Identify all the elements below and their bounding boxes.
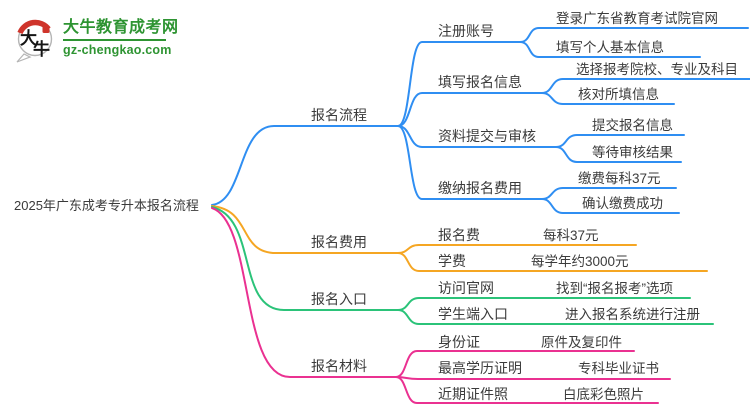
connector-line — [397, 309, 714, 325]
connector-line — [541, 198, 680, 214]
logo-icon: 大 牛 — [16, 19, 53, 63]
node-fill-registration-info: 填写报名信息 — [438, 74, 522, 90]
leaf-login-gd-education-exam-site: 登录广东省教育考试院官网 — [556, 11, 718, 26]
branch-registration-cost: 报名费用 — [311, 234, 367, 250]
branch-registration-materials: 报名材料 — [311, 358, 367, 374]
leaf-confirm-payment-success: 确认缴费成功 — [582, 196, 663, 211]
connector-line — [397, 252, 708, 272]
leaf-fee-37-per-subject: 每科37元 — [543, 228, 599, 243]
node-tuition: 学费 — [438, 253, 466, 269]
node-registration-fee: 报名费 — [438, 227, 480, 243]
connector-line — [555, 146, 682, 163]
connector-line — [397, 125, 543, 200]
node-visit-official-site: 访问官网 — [438, 280, 494, 296]
connector-group-registration-entrance — [211, 206, 714, 325]
leaf-fill-personal-info: 填写个人基本信息 — [556, 40, 664, 55]
node-register-account: 注册账号 — [438, 23, 494, 39]
logo-seal-icon — [42, 26, 50, 33]
connector-line — [395, 376, 659, 404]
logo-bubble-tail — [16, 53, 32, 63]
node-student-portal: 学生端入口 — [438, 306, 508, 322]
connector-line — [211, 206, 399, 311]
connector-line — [211, 205, 399, 254]
connector-line — [519, 41, 701, 58]
connector-line — [397, 92, 543, 127]
branch-registration-entrance: 报名入口 — [311, 291, 367, 307]
connector-line — [541, 92, 675, 105]
leaf-college-diploma: 专科毕业证书 — [578, 361, 659, 376]
leaf-pay-37-yuan-per-subject: 缴费每科37元 — [578, 171, 661, 186]
root-topic: 2025年广东成考专升本报名流程 — [14, 198, 199, 213]
node-recent-id-photo: 近期证件照 — [438, 386, 508, 402]
node-highest-education-proof: 最高学历证明 — [438, 360, 522, 376]
leaf-choose-school-major-subjects: 选择报考院校、专业及科目 — [576, 62, 738, 77]
leaf-tuition-3000-per-year: 每学年约3000元 — [531, 254, 629, 269]
leaf-white-background-photo: 白底彩色照片 — [563, 387, 644, 402]
leaf-verify-filled-info: 核对所填信息 — [578, 87, 659, 102]
leaf-enter-registration-system: 进入报名系统进行注册 — [565, 307, 700, 322]
leaf-submit-registration-info: 提交报名信息 — [592, 118, 673, 133]
connector-line — [395, 350, 635, 378]
leaf-find-registration-option: 找到“报名报考”选项 — [556, 281, 673, 296]
logo-domain: gz-chengkao.com — [63, 43, 172, 57]
branch-registration-process: 报名流程 — [311, 107, 367, 123]
connector-group-registration-process — [211, 27, 750, 214]
logo-divider — [63, 39, 166, 41]
connector-line — [211, 207, 397, 378]
node-submit-and-review: 资料提交与审核 — [438, 128, 536, 144]
leaf-await-review-result: 等待审核结果 — [592, 145, 673, 160]
node-id-card: 身份证 — [438, 334, 480, 350]
connector-line — [397, 41, 521, 127]
logo-text-block: 大牛教育成考网 gz-chengkao.com — [63, 18, 179, 57]
leaf-original-and-copy: 原件及复印件 — [541, 335, 622, 350]
logo-icon-char-bottom: 牛 — [33, 39, 50, 60]
logo-icon-char-top: 大 — [20, 28, 37, 49]
connector-line — [211, 125, 399, 206]
node-pay-registration-fee: 缴纳报名费用 — [438, 180, 522, 196]
connector-line — [397, 244, 637, 254]
connector-group-registration-materials — [211, 207, 671, 404]
connector-line — [395, 376, 671, 380]
logo-title: 大牛教育成考网 — [63, 19, 179, 36]
site-logo: 大 牛 大牛教育成考网 gz-chengkao.com — [12, 13, 179, 65]
connector-group-registration-cost — [211, 205, 708, 272]
